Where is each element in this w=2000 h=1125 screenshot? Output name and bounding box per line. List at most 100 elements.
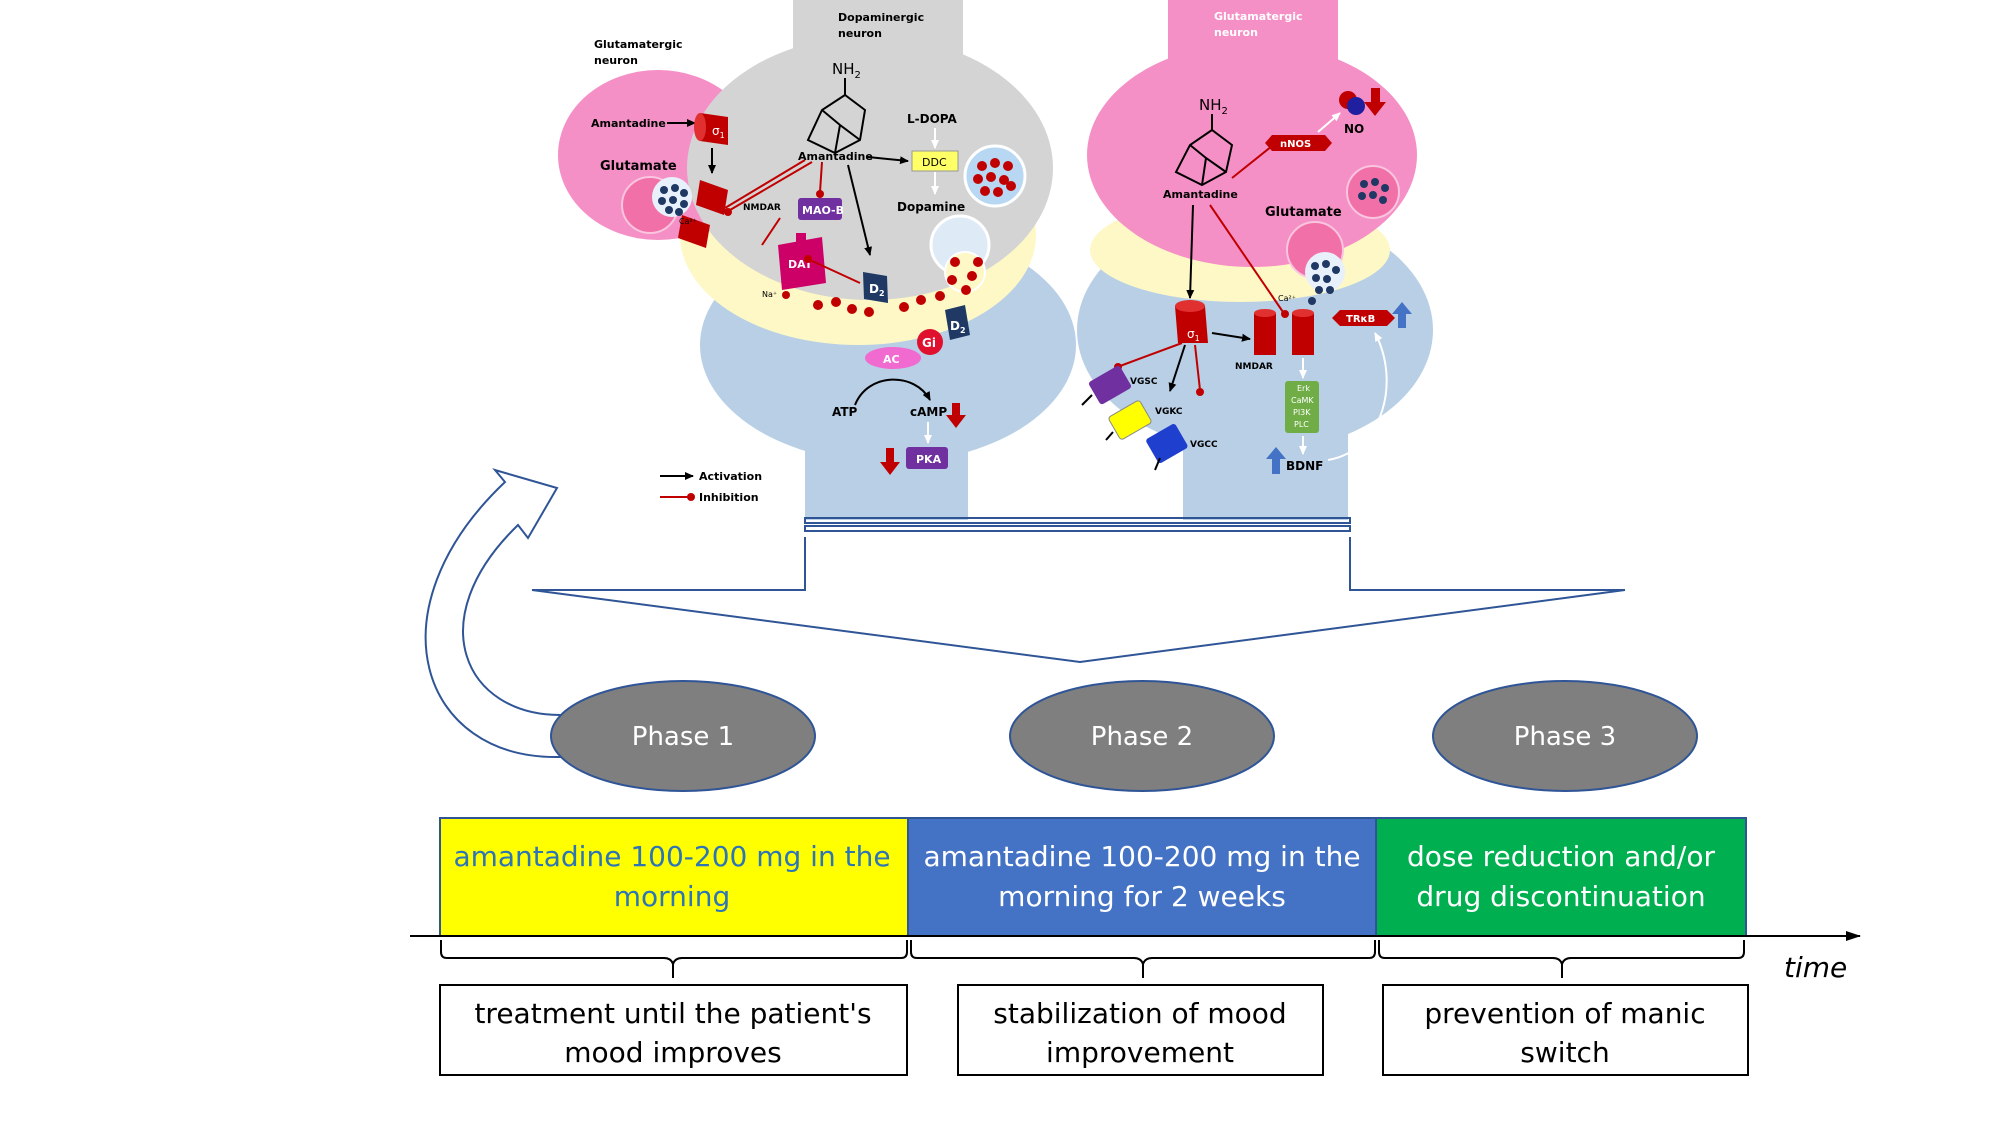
left-ca-label: Ca²⁺ [679, 217, 697, 226]
mao-b-box [798, 198, 842, 220]
goal-1-line-2: mood improves [564, 1036, 781, 1069]
treatment-box-phase-2: amantadine 100-200 mg in the morning for… [907, 817, 1377, 937]
kinase-erk: Erk [1297, 384, 1310, 393]
treatment-box-phase-3: dose reduction and/or drug discontinuati… [1375, 817, 1747, 937]
ac-label: AC [883, 353, 900, 366]
ac-enzyme-icon [865, 347, 921, 369]
nnos-box [1265, 135, 1332, 151]
right-glut-label-2: neuron [1214, 26, 1258, 39]
camp-label: cAMP [910, 405, 947, 419]
left-sigma1-label: σ1 [712, 124, 725, 140]
goal-3-line-1: prevention of manic [1424, 997, 1705, 1030]
left-amantadine-label: Amantadine [591, 117, 666, 130]
time-axis-label: time [1784, 951, 1847, 984]
treatment-2-line-2: morning for 2 weeks [998, 880, 1286, 913]
phase-3-ellipse: Phase 3 [1432, 680, 1698, 792]
treatment-3-line-1: dose reduction and/or [1407, 840, 1715, 873]
goal-2-line-1: stabilization of mood [993, 997, 1286, 1030]
pka-label: PKA [916, 453, 942, 466]
phase-2-label: Phase 2 [1091, 722, 1193, 752]
right-vesicle-glutamate-dots [1358, 178, 1389, 204]
left-dopa-label-1: Dopaminergic [838, 11, 924, 24]
right-glutamate-label: Glutamate [1265, 205, 1342, 220]
kinase-pi3k: PI3K [1293, 408, 1311, 417]
phase-2-ellipse: Phase 2 [1009, 680, 1275, 792]
kinase-camk: CaMK [1291, 396, 1314, 405]
nnos-label: nNOS [1280, 139, 1311, 150]
no-down-arrow-icon [1364, 88, 1386, 116]
trkb-up-arrow-icon [1392, 302, 1412, 328]
bdnf-up-arrow-icon [1266, 447, 1286, 474]
camp-down-arrow-icon [946, 403, 966, 428]
goal-1-line-1: treatment until the patient's [474, 997, 871, 1030]
kinase-plc: PLC [1294, 420, 1309, 429]
bdnf-label: BDNF [1286, 459, 1323, 473]
l-dopa-label: L-DOPA [907, 112, 957, 126]
dat-transporter-icon [778, 233, 826, 290]
legend-activation-label: Activation [699, 470, 762, 483]
goal-2-line-2: improvement [1046, 1036, 1234, 1069]
phase-1-ellipse: Phase 1 [550, 680, 816, 792]
brace-phase-2 [910, 940, 1376, 978]
left-glutamate-label: Glutamate [600, 159, 677, 174]
phase-1-label: Phase 1 [632, 722, 734, 752]
vgsc-channel-icon [1089, 365, 1131, 405]
right-sigma1-label: σ1 [1187, 327, 1200, 343]
trkb-label: TRκB [1346, 314, 1375, 325]
pka-box [906, 447, 948, 469]
vesicle-dopamine-dots [973, 158, 1016, 197]
atp-label: ATP [832, 405, 858, 419]
right-nmdar-label: NMDAR [1235, 362, 1273, 372]
curved-arrow-icon [424, 468, 561, 759]
left-nmdar-label: NMDAR [743, 203, 781, 213]
left-amantadine-center-label: Amantadine [798, 150, 873, 163]
cleft-dopamine-dots [813, 257, 983, 317]
phase-3-label: Phase 3 [1514, 722, 1616, 752]
mao-b-label: MAO-B [802, 204, 844, 217]
treatment-3-line-2: drug discontinuation [1416, 880, 1705, 913]
left-synapse-panel: Glutamatergic neuron Dopaminergic neuron… [558, 0, 1076, 520]
dopamine-label: Dopamine [897, 200, 965, 214]
right-nmdar-channel-icon [1254, 309, 1314, 355]
right-amantadine-label: Amantadine [1163, 188, 1238, 201]
vgcc-channel-icon [1146, 423, 1188, 464]
goal-box-phase-3: prevention of manic switch [1382, 984, 1749, 1076]
no-molecule-icon [1339, 91, 1365, 115]
zoom-funnel [531, 517, 1626, 664]
right-glutamatergic-neuron [1087, 43, 1417, 267]
d2-postsynaptic-label: D2 [950, 319, 966, 335]
goal-box-phase-2: stabilization of mood improvement [957, 984, 1324, 1076]
no-label: NO [1344, 122, 1364, 136]
vgsc-label: VGSC [1130, 377, 1158, 387]
treatment-1-line-2: morning [614, 880, 730, 913]
na-label: Na⁺ [762, 290, 777, 299]
d2-presynaptic-label: D2 [869, 282, 885, 298]
vgcc-label: VGCC [1190, 440, 1218, 450]
d2-receptor-presynaptic-icon [863, 272, 888, 303]
trkb-receptor-box [1332, 310, 1395, 326]
d2-receptor-postsynaptic-icon [945, 305, 970, 340]
treatment-box-phase-1: amantadine 100-200 mg in the morning [439, 817, 909, 937]
right-synapse-panel: Glutamatergic neuron NH2 Amantadine nNOS… [1077, 0, 1433, 520]
left-nmdar-channel-icon [678, 180, 728, 248]
right-nh2-label: NH2 [1199, 96, 1228, 117]
vgkc-label: VGKC [1155, 407, 1183, 417]
right-cleft-glutamate-dots [1308, 260, 1340, 305]
legend-inhibition-label: Inhibition [699, 491, 759, 504]
left-glut-label-1: Glutamatergic [594, 38, 683, 51]
treatment-2-line-1: amantadine 100-200 mg in the [923, 840, 1360, 873]
gi-protein-icon [917, 329, 943, 355]
left-dopa-label-2: neuron [838, 27, 882, 40]
legend: Activation Inhibition [660, 470, 762, 504]
kinase-cascade-box [1285, 381, 1319, 433]
left-sigma1-receptor-icon [694, 113, 728, 145]
right-sigma1-receptor-icon [1175, 300, 1208, 343]
treatment-1-line-1: amantadine 100-200 mg in the [453, 840, 890, 873]
pka-down-arrow-icon [880, 448, 900, 475]
ddc-box [911, 150, 959, 172]
left-glut-label-2: neuron [594, 54, 638, 67]
right-glut-label-1: Glutamatergic [1214, 10, 1303, 23]
goal-box-phase-1: treatment until the patient's mood impro… [439, 984, 908, 1076]
left-amantadine-structure-icon [806, 78, 867, 155]
